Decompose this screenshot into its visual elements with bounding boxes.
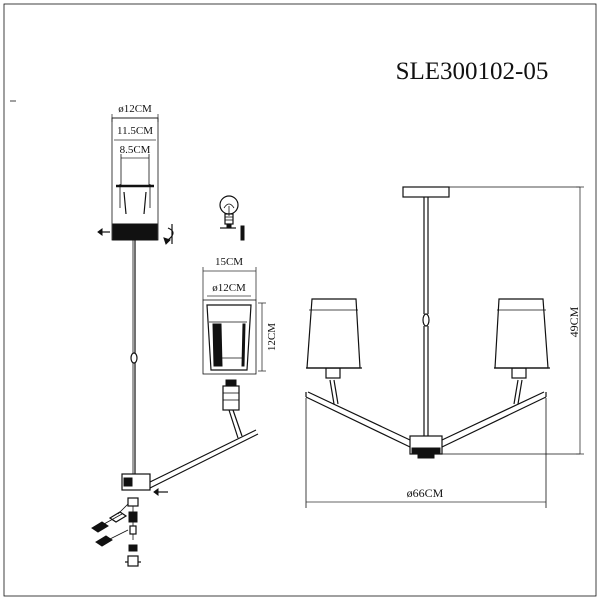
bulb-count-mark [240, 225, 245, 241]
main-canopy [402, 186, 450, 198]
mounting-screw-left [123, 191, 127, 215]
shade-detail: 15CM ø12CM 12CM [202, 256, 278, 439]
side-arm [149, 429, 257, 483]
left-socket [329, 379, 335, 405]
shade-top-diameter-label: ø12CM [212, 282, 246, 294]
canopy-diameter-label: ø12CM [118, 103, 152, 115]
model-number: SLE300102-05 [396, 58, 549, 85]
rod-joint [130, 352, 138, 364]
socket-arm [228, 409, 239, 439]
socket-body [222, 385, 240, 411]
shade-width-label: 15CM [215, 256, 243, 268]
bulb-icon [219, 195, 245, 241]
total-diameter-label: ø66CM [407, 486, 444, 500]
exploded-parts [91, 497, 141, 567]
left-shade [306, 298, 361, 369]
right-socket [517, 379, 523, 405]
canopy-detail: ø12CM 11.5CM 8.5CM [91, 103, 259, 567]
total-height-label: 49CM [567, 306, 581, 337]
right-arm [441, 391, 545, 441]
shade-bounding-box [202, 299, 257, 375]
mounting-screw-right [143, 191, 147, 215]
left-arm [307, 391, 411, 441]
wire-connector-icon [91, 521, 109, 533]
chandelier-front-view: 49CM ø66CM [305, 186, 584, 508]
main-rod-joint [422, 313, 430, 327]
canopy-inner-label: 11.5CM [117, 125, 153, 137]
socket-top [225, 379, 237, 387]
right-shade [494, 298, 549, 369]
canopy-body [112, 223, 158, 241]
rotate-arrow-icon [167, 227, 174, 241]
canopy-mount-label: 8.5CM [120, 144, 151, 156]
frame-border [3, 3, 597, 597]
shade-height-label: 12CM [266, 323, 278, 351]
